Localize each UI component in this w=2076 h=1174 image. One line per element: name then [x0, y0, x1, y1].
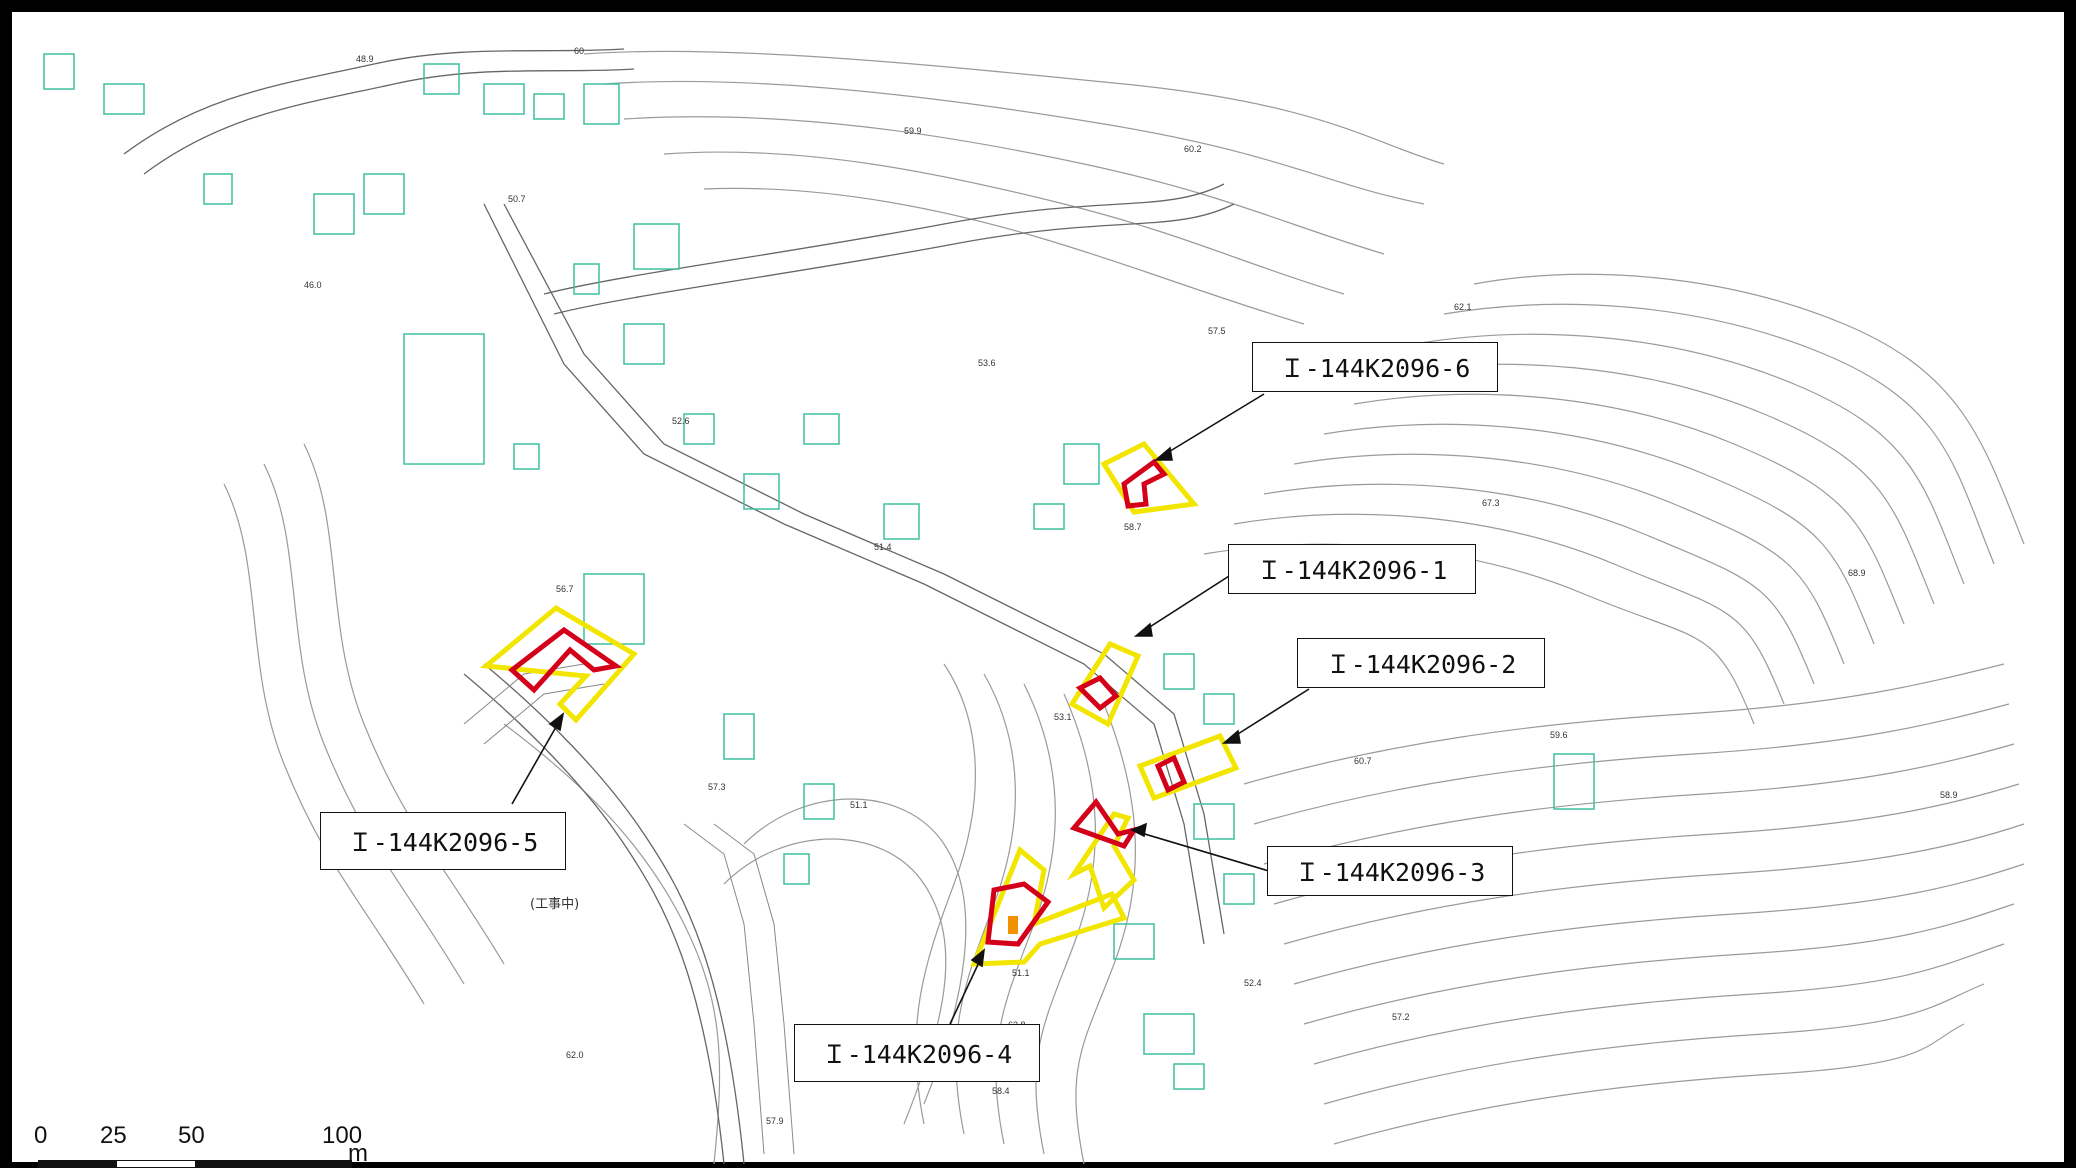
callout-2[interactable]: Ｉ-144K2096-2 — [1297, 638, 1545, 688]
svg-text:62.0: 62.0 — [566, 1050, 584, 1060]
target-inner-5 — [508, 626, 623, 694]
target-outer-3 — [1066, 811, 1138, 913]
svg-text:48.9: 48.9 — [356, 54, 374, 64]
target-outer-1 — [1068, 640, 1142, 728]
target-inner-4 — [985, 881, 1052, 947]
buildings — [43, 53, 1595, 1090]
target-areas[interactable] — [479, 440, 1240, 967]
svg-text:51.1: 51.1 — [1012, 968, 1030, 978]
svg-text:57.9: 57.9 — [766, 1116, 784, 1126]
svg-text:60.2: 60.2 — [1184, 144, 1202, 154]
callout-3[interactable]: Ｉ-144K2096-3 — [1267, 846, 1513, 896]
svg-text:52.6: 52.6 — [672, 416, 690, 426]
scale-tick-0: 0 — [34, 1122, 48, 1149]
svg-text:59.6: 59.6 — [1550, 730, 1568, 740]
svg-text:68.9: 68.9 — [1848, 568, 1866, 578]
contour-lines — [223, 50, 2025, 1165]
svg-text:51.4: 51.4 — [874, 542, 892, 552]
svg-text:60: 60 — [574, 46, 584, 56]
topographic-map[interactable]: 48.9 60 50.7 46.0 59.9 60.2 53.6 52.6 57… — [24, 24, 2076, 1174]
svg-text:57.2: 57.2 — [1392, 1012, 1410, 1022]
svg-text:51.1: 51.1 — [850, 800, 868, 810]
svg-text:59.9: 59.9 — [904, 126, 922, 136]
svg-text:46.0: 46.0 — [304, 280, 322, 290]
target-outer-4 — [970, 845, 1128, 967]
elevation-labels: 48.9 60 50.7 46.0 59.9 60.2 53.6 52.6 57… — [304, 46, 1958, 1126]
svg-text:52.4: 52.4 — [1244, 978, 1262, 988]
construction-note: (工事中) — [530, 897, 579, 912]
svg-text:62.1: 62.1 — [1454, 302, 1472, 312]
orange-marker-4 — [1008, 916, 1018, 934]
target-inner-1 — [1075, 674, 1120, 712]
target-outer-2 — [1136, 732, 1240, 802]
svg-text:56.7: 56.7 — [556, 584, 574, 594]
svg-text:58.4: 58.4 — [992, 1086, 1010, 1096]
svg-text:60.7: 60.7 — [1354, 756, 1372, 766]
svg-text:67.3: 67.3 — [1482, 498, 1500, 508]
target-outer-5 — [479, 604, 638, 724]
target-inner-3 — [1069, 797, 1140, 850]
scale-bar-line — [38, 1160, 352, 1168]
leader-arrows — [511, 393, 1310, 1025]
svg-text:50.7: 50.7 — [508, 194, 526, 204]
target-inner-6 — [1121, 458, 1168, 509]
scale-tick-25: 25 — [100, 1122, 127, 1149]
svg-text:57.3: 57.3 — [708, 782, 726, 792]
target-inner-2 — [1154, 754, 1188, 794]
callout-5[interactable]: Ｉ-144K2096-5 — [320, 812, 566, 870]
scale-tick-50: 50 — [178, 1122, 205, 1149]
callout-6[interactable]: Ｉ-144K2096-6 — [1252, 342, 1498, 392]
target-outer-6 — [1100, 440, 1199, 515]
retaining-walls — [463, 663, 795, 1155]
callout-1[interactable]: Ｉ-144K2096-1 — [1228, 544, 1476, 594]
svg-text:58.7: 58.7 — [1124, 522, 1142, 532]
scale-tick-100: 100 — [322, 1122, 363, 1149]
callout-4[interactable]: Ｉ-144K2096-4 — [794, 1024, 1040, 1082]
roads — [123, 48, 1235, 1165]
svg-text:58.9: 58.9 — [1940, 790, 1958, 800]
svg-text:57.5: 57.5 — [1208, 326, 1226, 336]
scale-unit: m — [348, 1140, 368, 1167]
svg-text:53.6: 53.6 — [978, 358, 996, 368]
svg-text:53.1: 53.1 — [1054, 712, 1072, 722]
